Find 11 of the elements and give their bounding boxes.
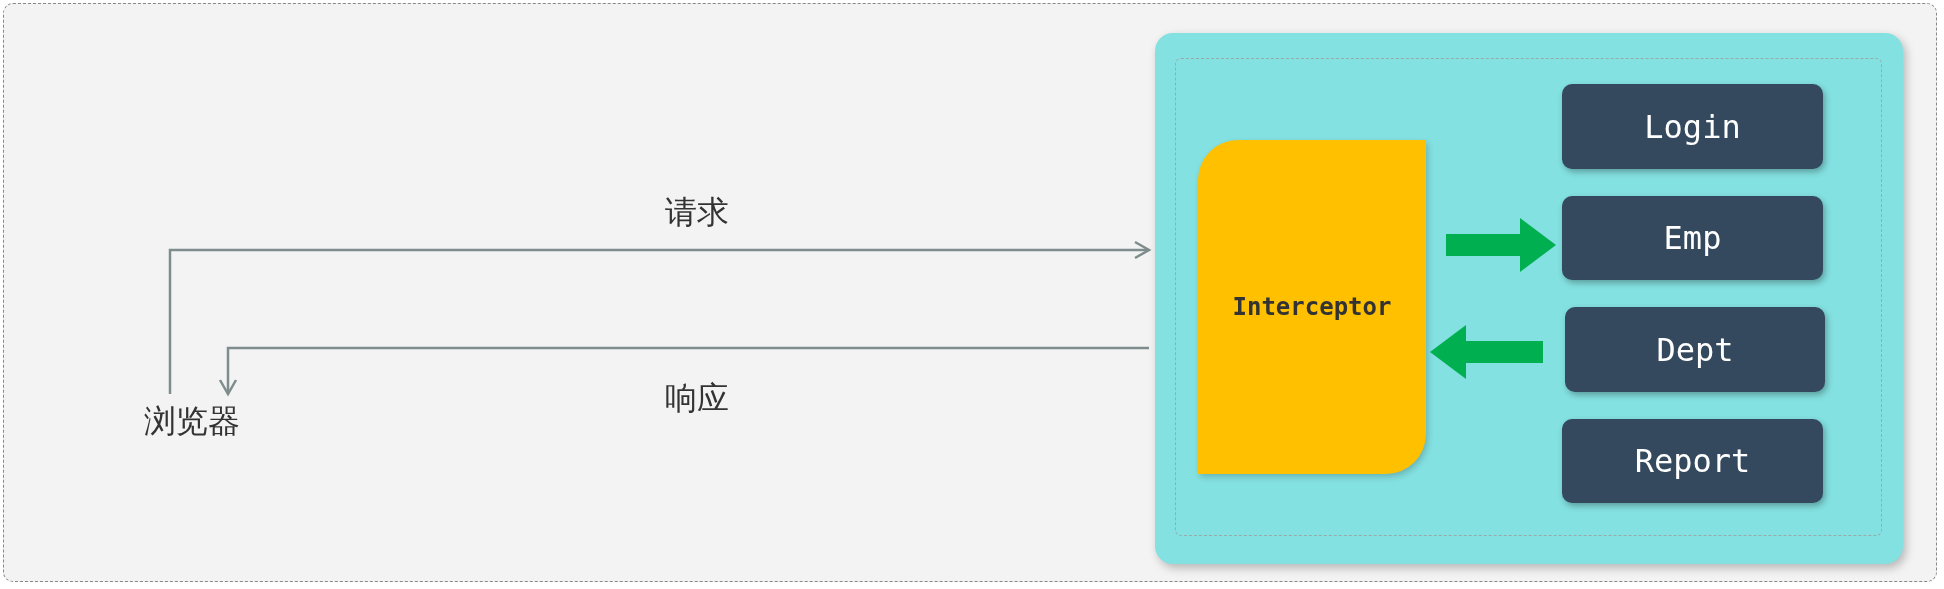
controller-box: Dept bbox=[1565, 307, 1825, 392]
controller-box: Login bbox=[1562, 84, 1823, 169]
arrow bbox=[1430, 325, 1543, 379]
arrow bbox=[218, 346, 1149, 396]
arrow bbox=[168, 240, 1151, 394]
arrow bbox=[1446, 218, 1556, 272]
controller-box: Emp bbox=[1562, 196, 1823, 280]
browser-label: 浏览器 bbox=[144, 401, 240, 442]
server-panel bbox=[1155, 33, 1903, 564]
interceptor-box: Interceptor bbox=[1198, 140, 1426, 474]
controller-box: Report bbox=[1562, 419, 1823, 503]
